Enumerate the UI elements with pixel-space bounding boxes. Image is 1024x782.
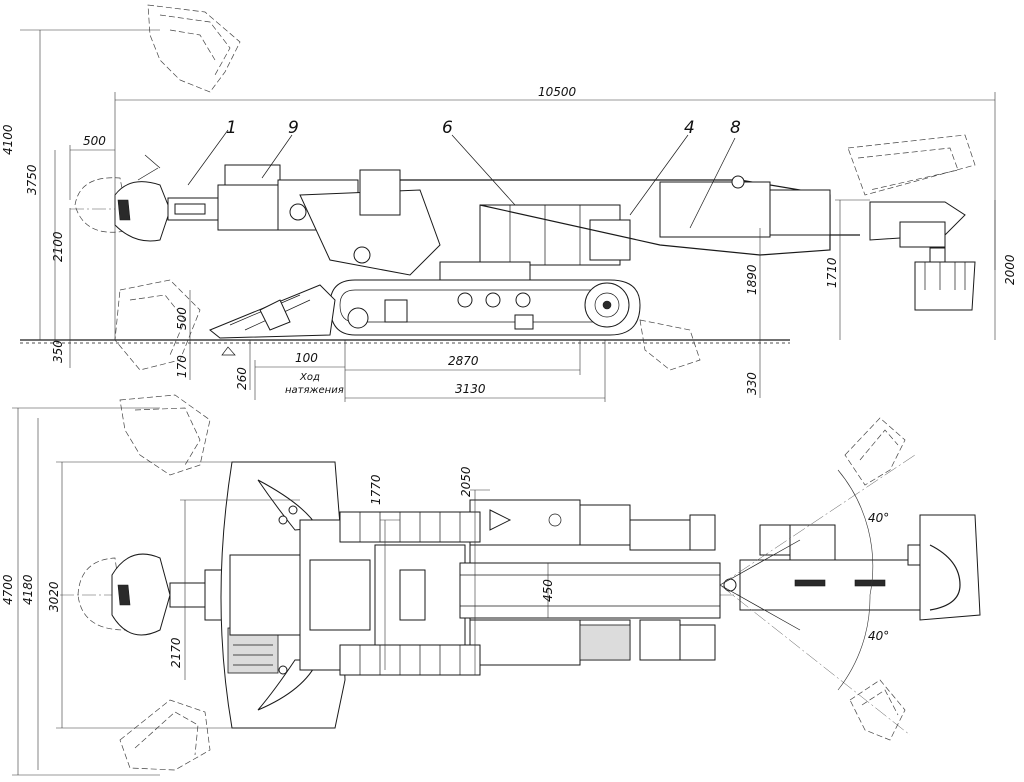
callout-numbers: 1 9 6 4 8 [226,118,741,138]
dim-10500: 10500 [538,85,577,99]
phantom-cutter-top-upper [119,394,211,476]
dim-260: 260 [235,367,249,390]
angle-40-upper: 40° [868,511,889,525]
dim-350: 350 [51,340,65,363]
dim-3130: 3130 [455,382,486,396]
dim-1710: 1710 [825,257,839,288]
cutter-head-top [77,553,226,636]
dim-2050: 2050 [459,466,473,497]
crawler-track [329,279,641,336]
callout-1: 1 [226,118,237,138]
callout-4: 4 [684,118,695,138]
top-view: 40° 40° 4700 4180 3020 2170 1770 2050 45… [1,394,981,776]
callout-9: 9 [288,118,299,138]
dim-1770: 1770 [369,474,383,505]
tail-conveyor [869,201,976,311]
phantom-tail-upper [847,134,976,196]
dim-2870: 2870 [448,354,479,368]
phantom-cutter-top-lower [119,699,211,771]
main-body [299,169,631,283]
dim-3020: 3020 [47,581,61,612]
callout-6: 6 [442,118,453,138]
conveyor-top [459,514,737,661]
dim-3750: 3750 [25,164,39,195]
tracks-top [339,511,481,676]
dim-170: 170 [175,355,189,378]
phantom-tail-top-upper [719,417,916,586]
dim-330: 330 [745,372,759,395]
dim-4180: 4180 [21,574,35,605]
callout-8: 8 [730,118,741,138]
tension-label-line1: Ход [299,372,320,383]
dim-2100: 2100 [51,231,65,262]
dim-500-top: 500 [83,134,106,148]
dim-450: 450 [541,579,555,602]
dim-4100: 4100 [1,124,15,155]
cutter-head [74,154,171,242]
dim-2170: 2170 [169,637,183,668]
dim-1890: 1890 [745,264,759,295]
loading-apron [209,284,336,339]
dim-2000: 2000 [1003,254,1017,285]
side-view: 1 9 6 4 8 10500 500 4100 3750 2100 350 5… [1,4,1017,402]
dim-4700: 4700 [1,574,15,605]
tail-conveyor-top [719,514,981,631]
phantom-cutter-upper [147,4,241,93]
conveyor [400,175,860,256]
dim-500-front: 500 [175,307,189,330]
tension-label-line2: натяжения [285,385,344,396]
phantom-tail-top-lower [719,584,911,741]
angle-40-lower: 40° [868,629,889,643]
phantom-loader-lower [639,319,701,371]
dim-100: 100 [295,351,318,365]
